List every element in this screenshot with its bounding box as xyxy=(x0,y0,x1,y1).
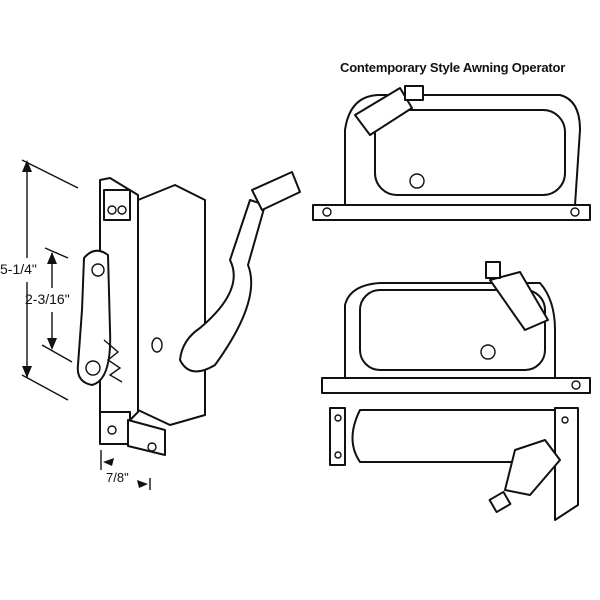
diagram-title: Contemporary Style Awning Operator xyxy=(340,60,566,75)
operator-right-top xyxy=(312,85,591,221)
dimension-width: 7/8" xyxy=(106,470,129,485)
dimension-overall-height: 5-1/4" xyxy=(0,261,37,277)
operator-right-middle xyxy=(321,261,591,394)
operator-right-bottom xyxy=(329,407,579,521)
dimension-lines xyxy=(21,159,151,490)
operator-left xyxy=(76,171,301,456)
dimension-hole-spacing: 2-3/16" xyxy=(25,291,70,307)
